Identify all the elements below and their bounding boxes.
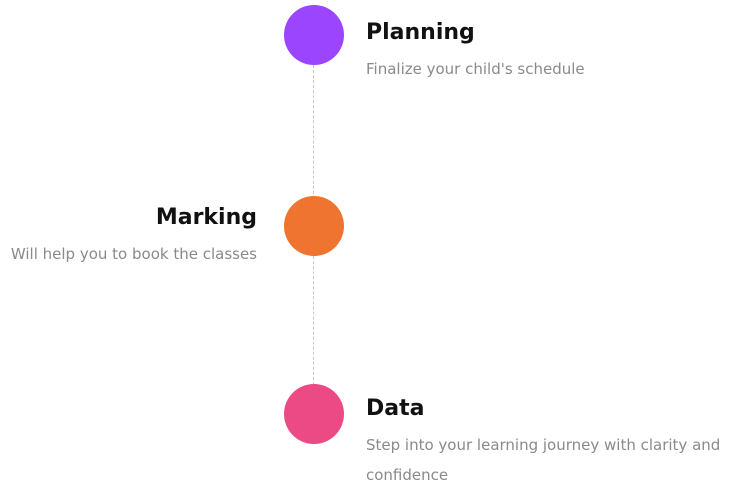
step-2-description: Will help you to book the classes (10, 245, 257, 263)
step-2-marker (284, 196, 344, 256)
step-3-title: Data (366, 396, 425, 421)
step-3-description: Step into your learning journey with cla… (366, 436, 721, 484)
step-3-marker (284, 384, 344, 444)
step-1-description: Finalize your child's schedule (366, 60, 585, 78)
step-2-title: Marking (155, 205, 257, 230)
step-1-marker (284, 5, 344, 65)
step-1-title: Planning (366, 20, 475, 45)
